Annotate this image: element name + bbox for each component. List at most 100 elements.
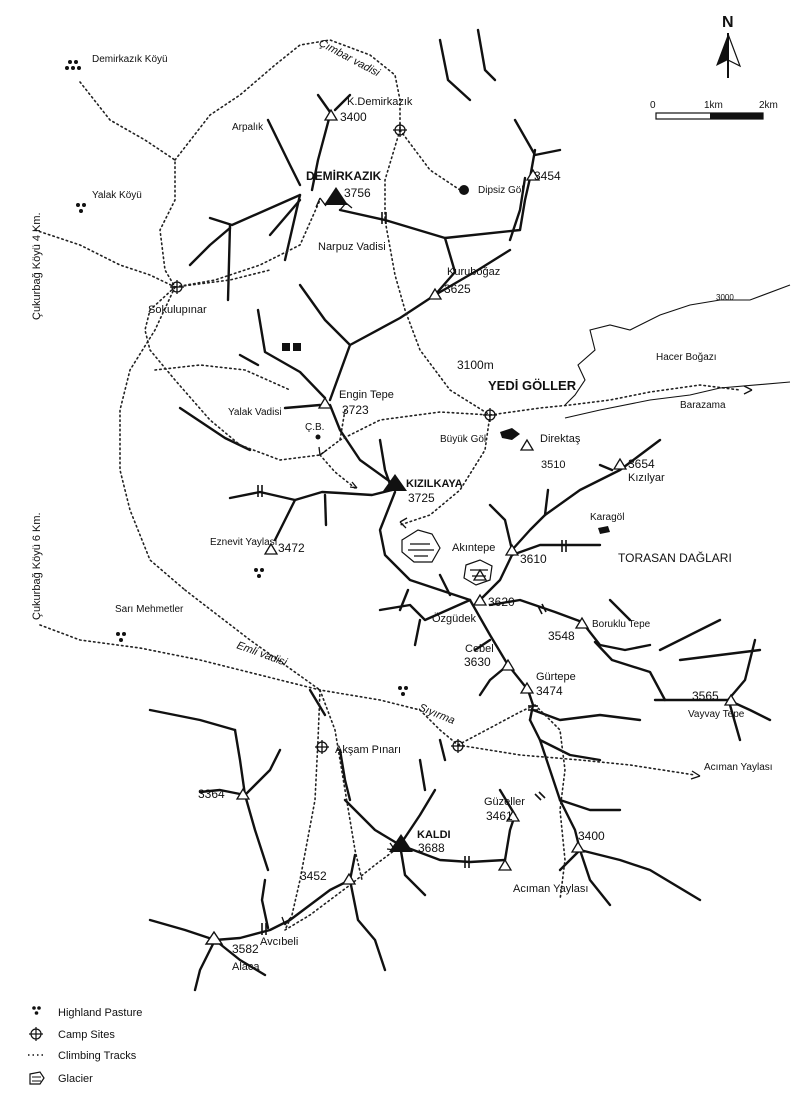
lake-shape: [293, 343, 301, 351]
peak-elevation: 3510: [541, 459, 565, 471]
peak-ozgudek: 3620 Özgüdek: [432, 593, 515, 625]
place-cb-label: Ç.B.: [305, 422, 324, 433]
place-barazama-label: Barazama: [680, 400, 726, 411]
peak-guzeller: Güzeller 3461: [484, 796, 525, 823]
camp-site-icon: [393, 123, 407, 137]
peak-kizilkaya: KIZILKAYA 3725: [383, 474, 463, 505]
peak-kaldi: KALDI 3688: [389, 829, 451, 855]
place-labels: Demirkazık Köyü Yalak Köyü Çımbar vadisi…: [31, 37, 773, 948]
peak-3472: 3472: [263, 541, 305, 555]
peak-elevation: 3725: [408, 491, 435, 505]
peak-name: Direktaş: [540, 433, 581, 445]
lake-shape: [315, 434, 321, 440]
scale-end-label: 2km: [759, 100, 778, 111]
peak-name: Vayvay Tepe: [688, 709, 745, 720]
peak-demirkazik: DEMİRKAZIK 3756: [306, 168, 382, 205]
peak-cebel: Cebel 3630: [464, 643, 516, 671]
peak-elevation: 3548: [548, 629, 575, 643]
place-siyirma-label: Sıyırma: [417, 702, 457, 727]
peak-elevation: 3610: [520, 552, 547, 566]
north-arrow: N: [716, 14, 742, 78]
glacier-shape: [401, 529, 441, 563]
pasture-eznevit-label: Eznevit Yaylası: [210, 537, 277, 548]
peak-name: Gürtepe: [536, 671, 576, 683]
lakes-yedi-goller-label: YEDİ GÖLLER: [488, 378, 577, 393]
legend-tracks-label: Climbing Tracks: [58, 1050, 137, 1062]
peaks: K.Demirkazık 3400 DEMİRKAZIK 3756 3454 K…: [198, 96, 745, 973]
peak-name: Akıntepe: [452, 542, 495, 554]
village-yalak-label: Yalak Köyü: [92, 190, 142, 201]
lake-buyuk-gol-shape: [500, 428, 520, 440]
peak-akintepe: Akıntepe 3610: [452, 542, 547, 566]
pasture-icon: [116, 632, 126, 642]
contour-3000-line: [564, 284, 791, 406]
legend-pasture: Highland Pasture: [32, 1006, 142, 1019]
peak-kizilyar: 3654 Kızılyar: [612, 457, 665, 484]
north-label: N: [722, 14, 734, 31]
legend-pasture-label: Highland Pasture: [58, 1007, 142, 1019]
pasture-icon: [76, 203, 86, 213]
legend-glacier: Glacier: [29, 1071, 93, 1085]
valley-narpuz-label: Narpuz Vadisi: [318, 241, 386, 253]
contour-3000-label: 3000: [716, 293, 734, 302]
lake-karagol-shape: [598, 526, 610, 534]
peak-elevation: 3565: [692, 689, 719, 703]
peak-elevation: 3620: [488, 595, 515, 609]
scale-zero-label: 0: [650, 100, 656, 111]
peak-name: Kızılyar: [628, 472, 665, 484]
peak-engin-tepe: Engin Tepe 3723: [317, 389, 394, 417]
lake-shape: [282, 343, 290, 351]
peak-marker-unlabeled: [472, 568, 488, 581]
contour-line: [564, 381, 791, 419]
peak-marker-unlabeled: [497, 858, 513, 871]
peak-elevation: 3688: [418, 841, 445, 855]
arrow-aciman-icon: [690, 770, 701, 780]
peak-elevation: 3452: [300, 869, 327, 883]
peak-3454: 3454: [525, 168, 561, 183]
lake-dipsiz-shape: [459, 185, 469, 195]
legend-camp: Camp Sites: [29, 1027, 115, 1041]
legend: Highland Pasture Camp Sites Climbing Tra…: [28, 1006, 142, 1085]
peak-elevation: 3625: [444, 282, 471, 296]
peak-elevation: 3582: [232, 942, 259, 956]
scale-bar: 0 1km 2km: [650, 100, 778, 120]
peak-3364: 3364: [198, 787, 251, 801]
place-sari-mehmetler-label: Sarı Mehmetler: [115, 604, 184, 615]
pasture-icon: [65, 60, 81, 70]
place-sokulupinar-label: Sokulupınar: [148, 304, 207, 316]
peak-vayvay-tepe: 3565 Vayvay Tepe: [688, 689, 745, 720]
pasture-icon: [398, 686, 408, 696]
pasture-aciman-south-label: Acıman Yaylası: [513, 883, 588, 895]
peak-gurtepe: Gürtepe 3474: [519, 671, 576, 698]
scale-mid-label: 1km: [704, 100, 723, 111]
climbing-tracks: [34, 39, 741, 931]
glacier-shape: [463, 559, 493, 586]
peak-name: K.Demirkazık: [347, 96, 413, 108]
peak-name: Alaca: [232, 961, 260, 973]
legend-glacier-label: Glacier: [58, 1073, 93, 1085]
glaciers: [401, 529, 493, 586]
pasture-aciman-east-label: Acıman Yaylası: [704, 762, 773, 773]
peak-alaca: 3582 Alaca: [204, 930, 260, 973]
peak-elevation: 3454: [534, 169, 561, 183]
place-arpalik-label: Arpalık: [232, 122, 264, 133]
ridge-lines: [148, 28, 772, 992]
pass-marks: [257, 212, 567, 935]
peak-boruklu-tepe: Boruklu Tepe 3548: [548, 616, 651, 643]
village-demirkazik-label: Demirkazık Köyü: [92, 54, 168, 65]
lake-karagol-label: Karagöl: [590, 512, 624, 523]
peak-elevation: 3723: [342, 403, 369, 417]
legend-camp-label: Camp Sites: [58, 1029, 115, 1041]
peak-name: Kuruboğaz: [447, 266, 500, 278]
pasture-icon: [254, 568, 264, 578]
peak-elevation: 3654: [628, 457, 655, 471]
peak-elevation: 3400: [340, 110, 367, 124]
peak-elevation: 3400: [578, 829, 605, 843]
pass-avcibeli-label: Avcıbeli: [260, 936, 298, 948]
valley-emli-label: Emli vadisi: [235, 640, 289, 669]
peak-elevation: 3474: [536, 684, 563, 698]
lake-dipsiz-label: Dipsiz Göl: [478, 185, 524, 196]
camp-site-icon: [170, 280, 184, 294]
valley-cimbar-label: Çımbar vadisi: [317, 37, 382, 79]
